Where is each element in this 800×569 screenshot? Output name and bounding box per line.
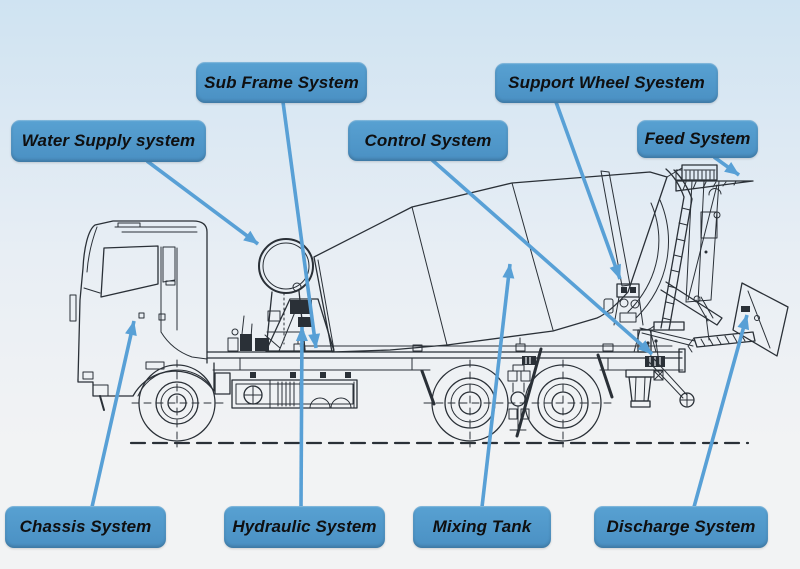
arrow-chassis [90, 320, 137, 508]
label-hydraulic-system: Hydraulic System [224, 506, 385, 548]
arrow-control [429, 157, 654, 356]
label-water-supply-text: Water Supply system [21, 131, 196, 150]
chassis-frame [206, 337, 686, 395]
label-sub-frame-system: Sub Frame System [196, 62, 367, 103]
label-discharge-text: Discharge System [606, 517, 756, 536]
label-support-wheel-system: Support Wheel Syestem [495, 63, 718, 103]
arrow-hydraulic [295, 326, 308, 508]
arrow-support-wheel [554, 101, 622, 280]
label-chassis-text: Chassis System [19, 517, 152, 536]
label-water-supply-system: Water Supply system [11, 120, 206, 162]
mixer-drum [313, 170, 668, 353]
control-levers [645, 339, 665, 367]
arrow-discharge [692, 314, 750, 508]
label-hydraulic-text: Hydraulic System [232, 517, 377, 536]
rear-bucket [625, 358, 695, 408]
front-wheel [131, 359, 224, 448]
access-ladder [660, 168, 693, 331]
arrow-water-supply [145, 159, 260, 246]
rear-wheels [423, 359, 613, 448]
label-feed-text: Feed System [644, 129, 751, 148]
front-pedestal-hydraulic-pump [265, 298, 335, 352]
label-control-system: Control System [348, 120, 508, 161]
arrow-mixing-tank [480, 263, 515, 508]
label-chassis-system: Chassis System [5, 506, 166, 548]
label-control-text: Control System [364, 130, 492, 150]
label-mixing-tank-text: Mixing Tank [432, 517, 532, 536]
label-sub-frame-text: Sub Frame System [204, 72, 359, 92]
truck-cab [69, 220, 215, 411]
feed-system [666, 164, 754, 304]
deck-equipment [227, 315, 281, 352]
arrow-feed [712, 155, 741, 177]
label-feed-system: Feed System [637, 120, 758, 158]
support-wheel-assembly [603, 199, 685, 353]
label-mixing-tank: Mixing Tank [413, 506, 551, 548]
mud-flaps [420, 347, 614, 438]
discharge-chute [639, 281, 789, 357]
toolbox [231, 379, 358, 409]
label-support-wheel-text: Support Wheel Syestem [508, 73, 705, 92]
annotation-arrows [90, 101, 750, 508]
arrow-sub-frame [281, 101, 321, 349]
label-discharge-system: Discharge System [594, 506, 768, 548]
